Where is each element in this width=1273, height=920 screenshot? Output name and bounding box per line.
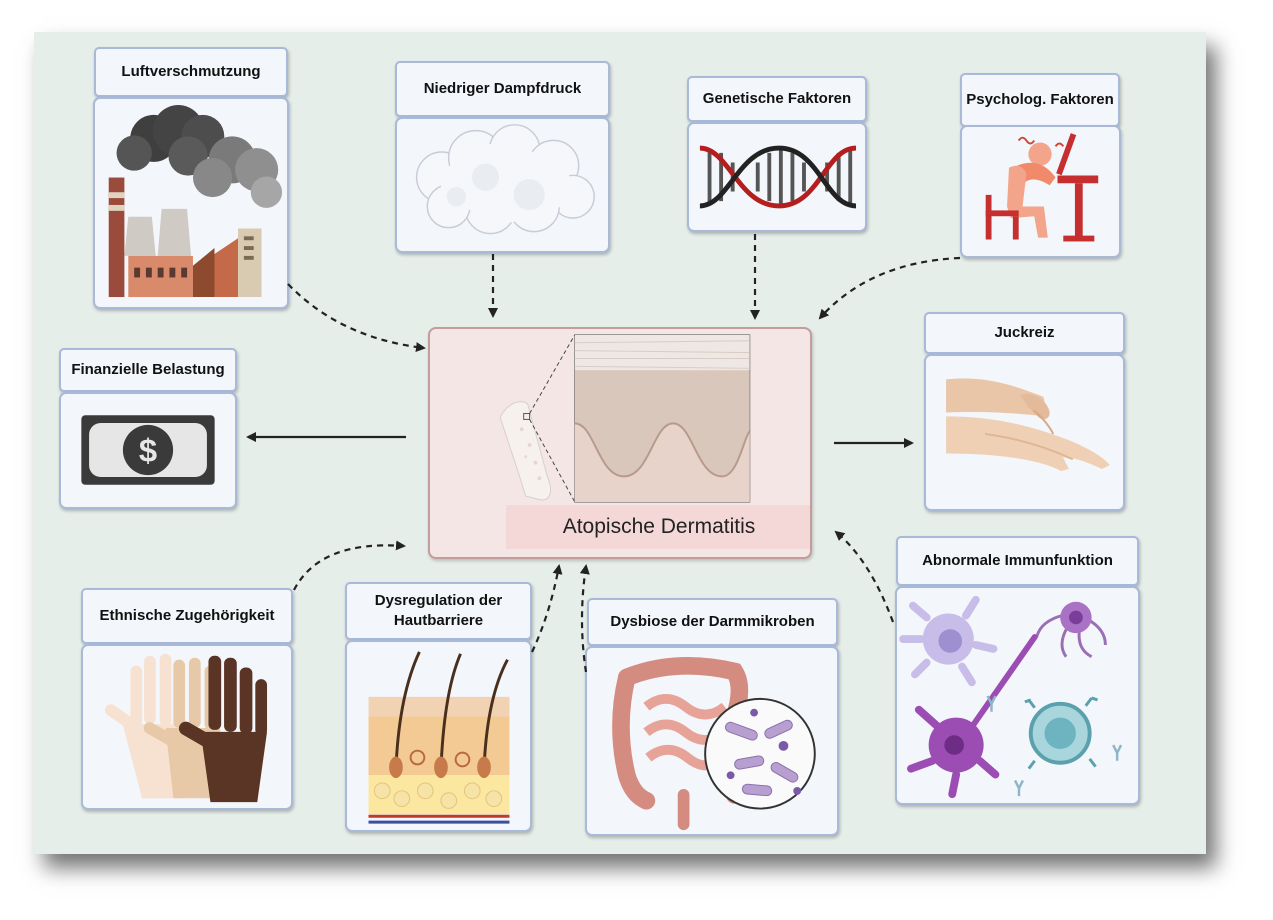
cloud-icon	[415, 124, 595, 235]
label-immune: Abnormale Immunfunktion	[896, 536, 1139, 586]
panel-air-pollution	[93, 97, 289, 309]
label-ethnicity: Ethnische Zugehörigkeit	[81, 588, 293, 644]
panel-immune	[895, 586, 1140, 805]
center-panel: Atopische Dermatitis	[428, 327, 812, 559]
label-gut: Dysbiose der Darmmikroben	[587, 598, 838, 646]
dollar-bill-icon: $	[81, 415, 215, 485]
skin-histology-icon	[499, 334, 751, 503]
panel-barrier	[345, 640, 532, 832]
panel-ethnicity	[81, 644, 293, 810]
intestine-microbes-icon	[612, 657, 816, 831]
label-barrier: Dysregulation der Hautbarriere	[345, 582, 532, 640]
panel-itch	[924, 354, 1125, 511]
diverse-hands-icon	[105, 653, 268, 803]
center-title: Atopische Dermatitis	[506, 505, 810, 549]
dna-helix-icon	[699, 145, 857, 209]
panel-low-vapor-pressure	[395, 117, 610, 253]
stressed-person-at-desk-icon	[985, 133, 1099, 242]
scratching-hand-icon	[946, 378, 1110, 471]
svg-text:$: $	[139, 432, 157, 469]
label-financial: Finanzielle Belastung	[59, 348, 237, 392]
panel-psychological	[960, 125, 1121, 258]
panel-genetic	[687, 122, 867, 232]
immune-cells-icon	[899, 595, 1123, 799]
label-air-pollution: Luftverschmutzung	[94, 47, 288, 97]
label-psychological: Psycholog. Faktoren	[960, 73, 1120, 127]
label-low-vapor-pressure: Niedriger Dampfdruck	[395, 61, 610, 117]
label-itch: Juckreiz	[924, 312, 1125, 354]
panel-financial: $	[59, 392, 237, 509]
panel-gut	[585, 646, 839, 836]
label-genetic: Genetische Faktoren	[687, 76, 867, 122]
factory-smoke-icon	[108, 105, 283, 298]
skin-cross-section-icon	[368, 651, 510, 824]
